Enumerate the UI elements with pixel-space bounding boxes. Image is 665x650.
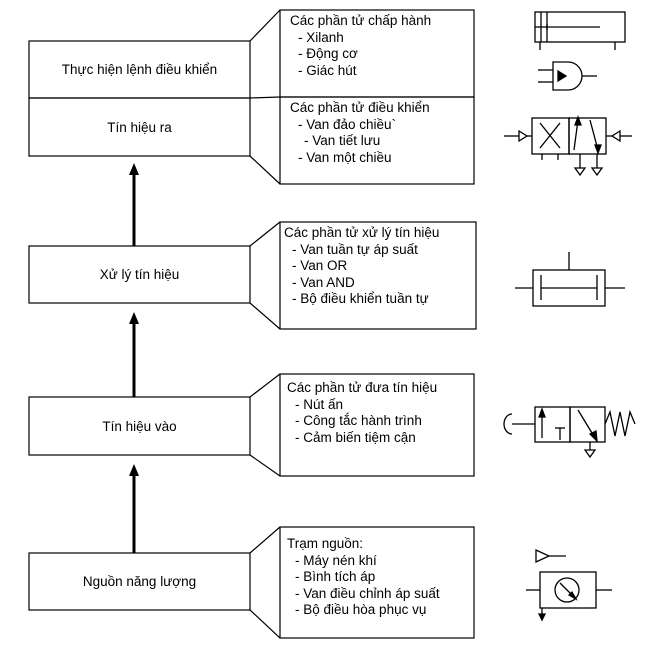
level-label-output-signal: Tín hiệu ra bbox=[107, 119, 172, 135]
desc-item: - Van một chiều bbox=[298, 149, 392, 165]
level-label-signal-processing: Xử lý tín hiệu bbox=[99, 267, 180, 282]
cylinder-symbol bbox=[534, 11, 626, 50]
desc-box-power-station bbox=[279, 526, 475, 639]
directional-valve-symbol bbox=[504, 115, 632, 177]
desc-item: - Bình tích áp bbox=[295, 569, 376, 584]
box-signal-processing bbox=[28, 245, 251, 304]
connector-lines bbox=[249, 9, 281, 639]
flow-arrows bbox=[129, 163, 139, 553]
desc-item: - Van tiết lưu bbox=[304, 133, 381, 148]
desc-item: - Xilanh bbox=[298, 29, 344, 45]
desc-title: Các phần tử đưa tín hiệu bbox=[287, 380, 438, 395]
desc-item: - Van điều chỉnh áp suất bbox=[295, 585, 440, 601]
desc-item: - Nút ấn bbox=[295, 396, 344, 412]
arrow-head-2 bbox=[129, 312, 139, 324]
desc-item: - Cảm biến tiệm cận bbox=[295, 429, 416, 445]
desc-item: - Máy nén khí bbox=[295, 552, 377, 568]
box-output-signal bbox=[28, 97, 251, 157]
arrow-head-3 bbox=[129, 163, 139, 175]
level-label-input-signal: Tín hiệu vào bbox=[102, 418, 177, 434]
desc-item: - Giác hút bbox=[298, 62, 357, 78]
desc-input-elements: Các phần tử đưa tín hiệu - Nút ấn - Công… bbox=[287, 380, 437, 446]
level-label-energy-source: Nguồn năng lượng bbox=[82, 574, 197, 589]
level-boxes bbox=[28, 40, 251, 611]
desc-actuators: Các phần tử chấp hành - Xilanh - Động cơ… bbox=[290, 13, 431, 79]
level-label-execute-command: Thực hiện lệnh điều khiển bbox=[61, 62, 218, 77]
desc-box-processing-elements bbox=[279, 221, 477, 330]
desc-item: - Công tắc hành trình bbox=[295, 413, 422, 428]
logic-valve-symbol bbox=[515, 252, 625, 307]
desc-item: - Bộ điều hòa phục vụ bbox=[295, 602, 427, 617]
desc-item: - Van đảo chiều` bbox=[298, 116, 397, 132]
desc-item: - Van OR bbox=[292, 258, 348, 273]
desc-box-control-elements bbox=[279, 96, 475, 185]
description-boxes bbox=[279, 9, 477, 639]
desc-title: Các phần tử chấp hành bbox=[290, 13, 432, 28]
desc-processing-elements: Các phần tử xử lý tín hiệu - Van tuần tự… bbox=[284, 225, 439, 308]
box-energy-source bbox=[28, 552, 251, 611]
desc-item: - Van AND bbox=[292, 274, 355, 290]
pressure-gauge-symbol bbox=[526, 571, 612, 622]
desc-title: Trạm nguồn: bbox=[287, 536, 364, 551]
roller-valve-symbol bbox=[503, 406, 636, 459]
desc-item: - Van tuần tự áp suất bbox=[292, 241, 418, 257]
desc-title: Các phần tử điều khiển bbox=[290, 100, 430, 115]
desc-item: - Bộ điều khiển tuần tự bbox=[292, 291, 429, 306]
desc-title: Các phần tử xử lý tín hiệu bbox=[284, 225, 440, 240]
arrow-head-1 bbox=[129, 464, 139, 476]
motor-symbol bbox=[538, 61, 597, 91]
desc-control-elements: Các phần tử điều khiển - Van đảo chiều` … bbox=[290, 100, 430, 166]
desc-item: - Động cơ bbox=[298, 46, 358, 61]
box-input-signal bbox=[28, 396, 251, 456]
desc-box-input-elements bbox=[279, 373, 475, 477]
compressor-symbol bbox=[535, 548, 566, 564]
desc-power-station: Trạm nguồn: - Máy nén khí - Bình tích áp… bbox=[287, 536, 440, 619]
